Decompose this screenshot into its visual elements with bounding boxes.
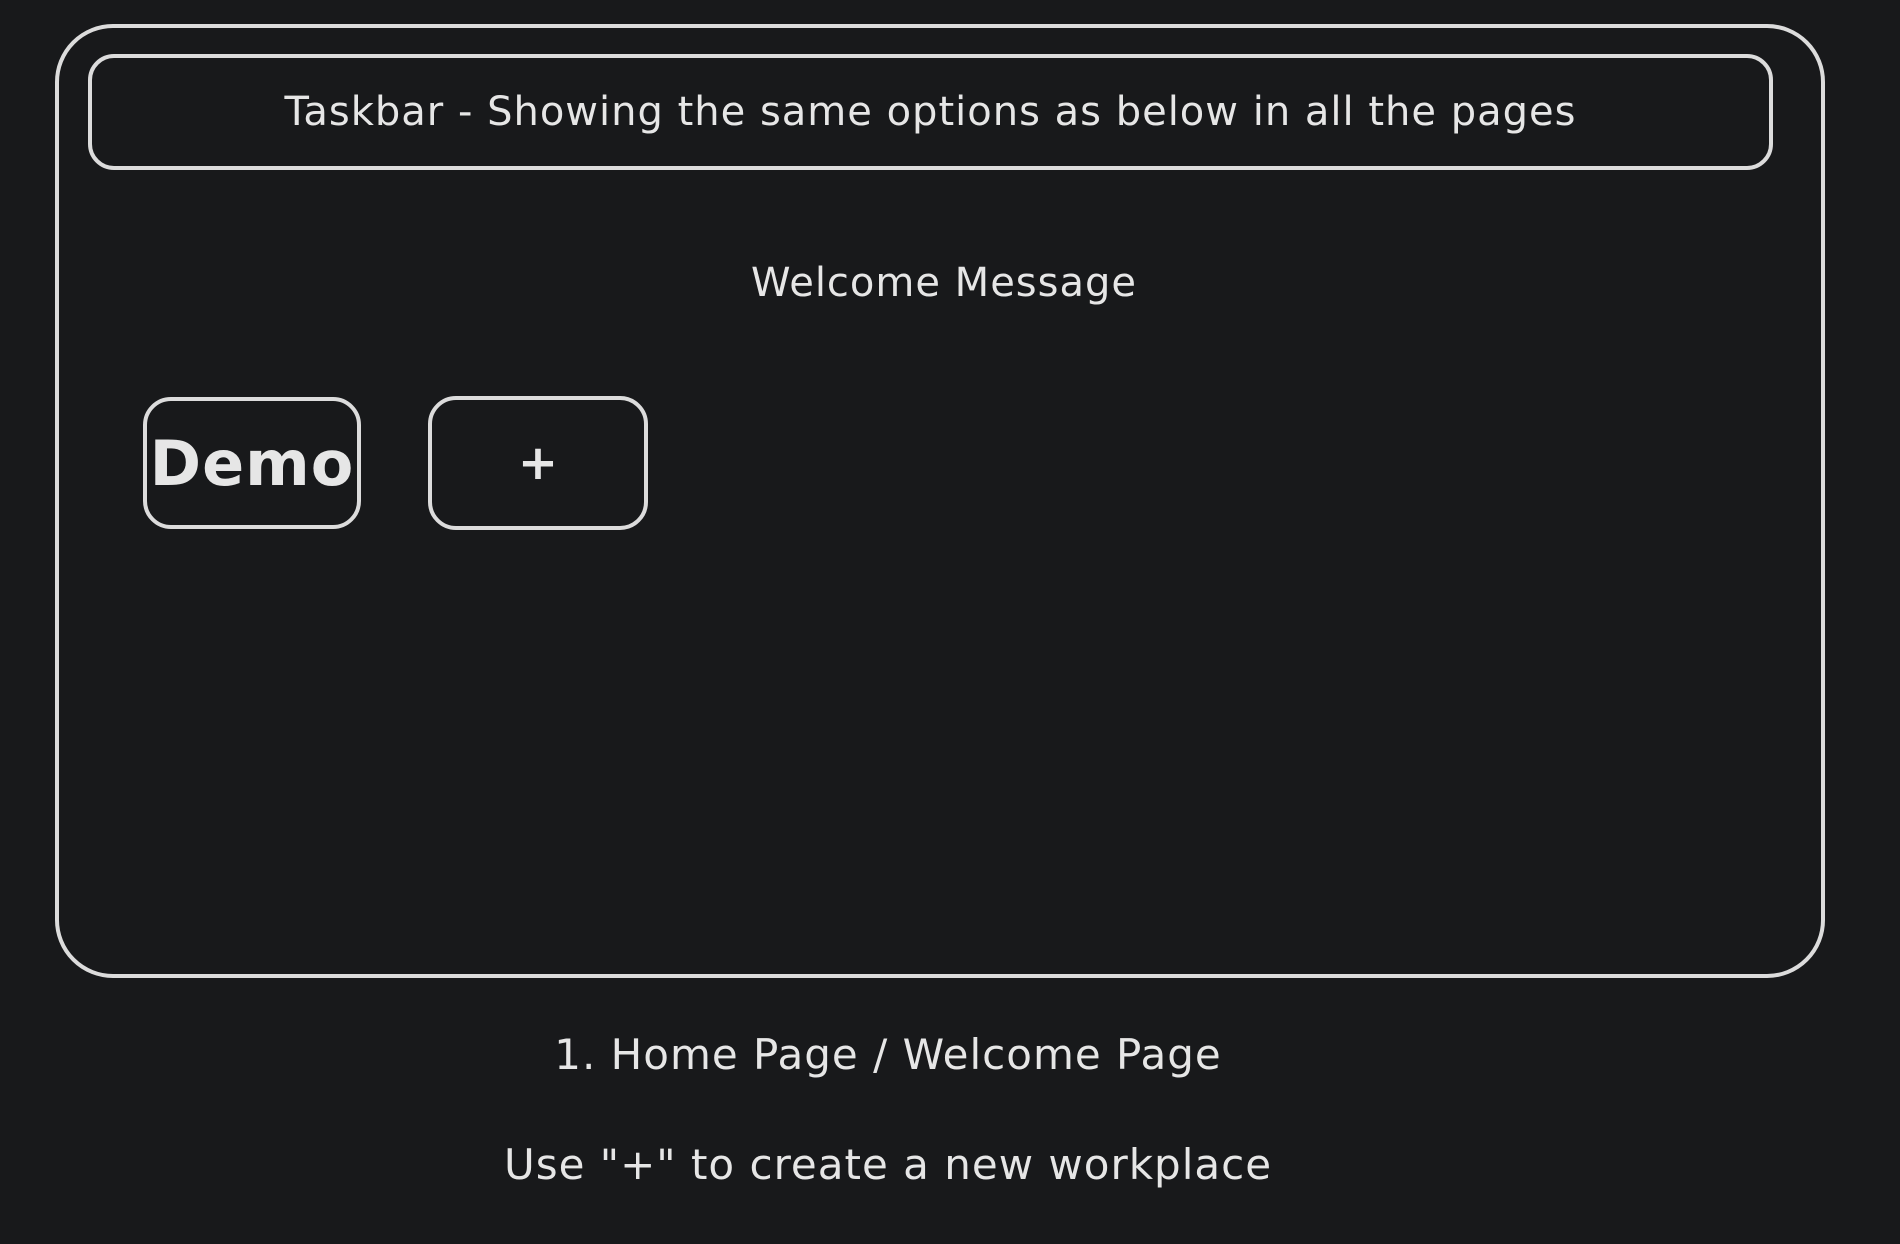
diagram-caption-title: 1. Home Page / Welcome Page xyxy=(554,1030,1222,1079)
diagram-caption-note: Use "+" to create a new workplace xyxy=(503,1140,1273,1189)
demo-workspace-button[interactable]: Demo xyxy=(143,397,361,529)
welcome-message: Welcome Message xyxy=(751,260,1137,306)
add-workspace-button[interactable]: + xyxy=(428,396,648,530)
taskbar-label: Taskbar - Showing the same options as be… xyxy=(284,89,1577,135)
page-frame: Welcome Message xyxy=(55,24,1825,978)
plus-icon: + xyxy=(517,435,559,491)
demo-workspace-label: Demo xyxy=(149,426,355,500)
taskbar[interactable]: Taskbar - Showing the same options as be… xyxy=(88,54,1773,170)
